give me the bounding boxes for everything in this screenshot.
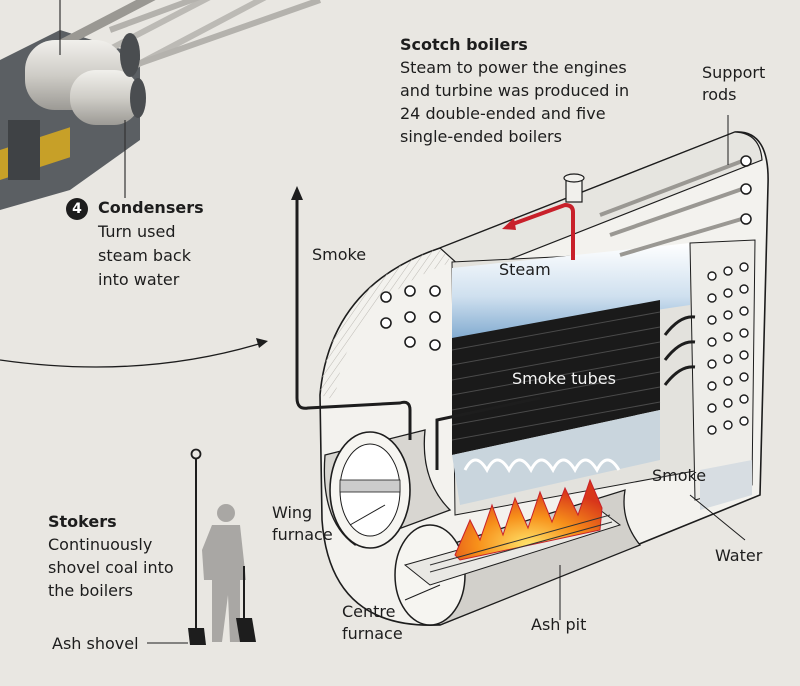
fire <box>454 478 603 561</box>
ash-pit-label: Ash pit <box>531 615 587 634</box>
centre-furnace <box>394 478 642 626</box>
stokers-line: Continuously <box>48 535 153 554</box>
smoke-tubes <box>452 300 660 455</box>
condensers-title: Condensers <box>98 198 204 217</box>
smoke-label-top: Smoke <box>312 245 367 264</box>
condensers-number-badge: 4 <box>66 198 88 220</box>
smoke-label-right: Smoke <box>652 466 707 485</box>
smoke-flow-arrows <box>663 315 696 386</box>
stay-bolts <box>380 285 441 351</box>
smoke-flow <box>295 200 541 470</box>
scotch-boilers-line: single-ended boilers <box>400 127 562 146</box>
stokers-line: the boilers <box>48 581 133 600</box>
scotch-boilers-line: and turbine was produced in <box>400 81 630 100</box>
condensers-line: into water <box>98 270 180 289</box>
scotch-boilers-line: 24 double-ended and five <box>400 104 606 123</box>
condensers-line: steam back <box>98 246 191 265</box>
wing-furnace <box>323 429 452 549</box>
wing-furnace-label: furnace <box>272 525 333 544</box>
leader-lines <box>147 115 746 644</box>
smoke-tubes-label: Smoke tubes <box>512 369 616 388</box>
condensers-line: Turn used <box>98 222 176 241</box>
ash-shovel-label: Ash shovel <box>52 634 139 653</box>
stoker-figure <box>188 448 256 645</box>
water-label: Water <box>715 546 763 565</box>
centre-furnace-label: furnace <box>342 624 403 643</box>
wing-furnace-label: Wing <box>272 503 313 522</box>
stokers-line: shovel coal into <box>48 558 174 577</box>
wall-bolts <box>707 262 749 435</box>
scotch-boilers-line: Steam to power the engines <box>400 58 627 77</box>
flow-arrow <box>0 342 263 368</box>
centre-furnace-label: Centre <box>342 602 396 621</box>
condenser-cylinder <box>70 70 140 125</box>
stokers-title: Stokers <box>48 512 117 531</box>
boiler-body <box>319 131 769 626</box>
support-rods <box>599 158 746 257</box>
steam-pipe <box>502 173 585 260</box>
scotch-boilers-title: Scotch boilers <box>400 35 528 54</box>
support-rods-label: Support <box>702 63 766 82</box>
support-rods-label: rods <box>702 85 737 104</box>
condenser-machinery <box>0 0 321 210</box>
steam-label: Steam <box>499 260 551 279</box>
